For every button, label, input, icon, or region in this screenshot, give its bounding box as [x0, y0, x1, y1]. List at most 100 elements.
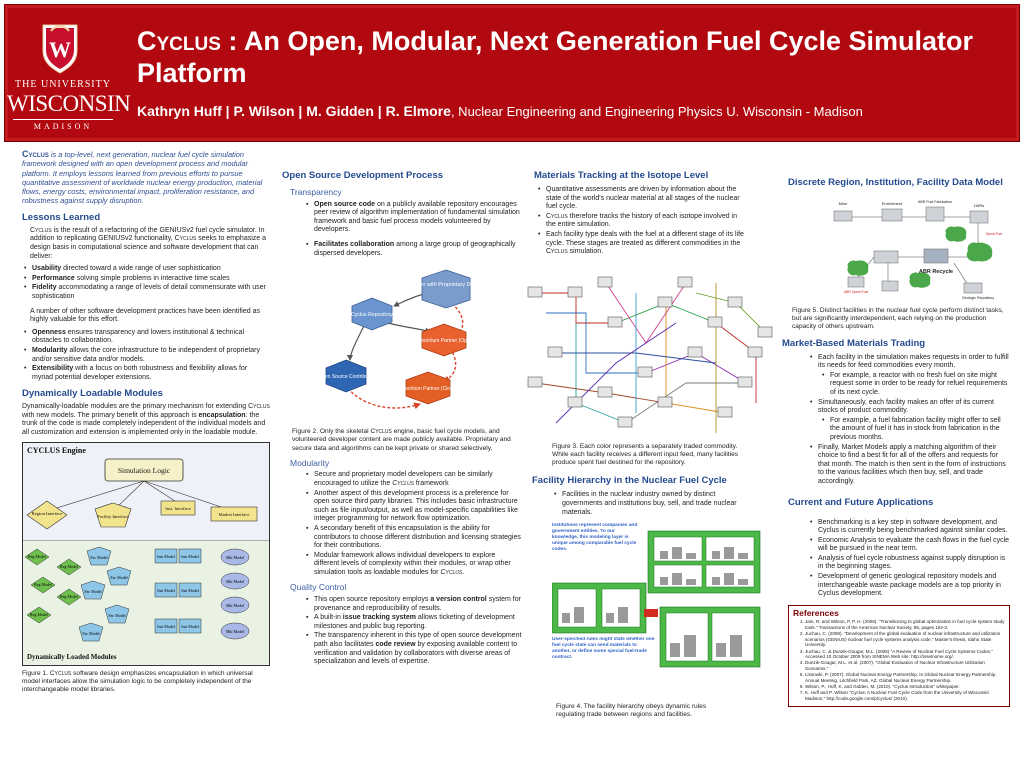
engine-title: CYCLUS Engine: [27, 446, 86, 455]
item-text-2: simulation.: [567, 248, 604, 256]
item-text-2: framework: [413, 479, 449, 487]
hierarchy-note-top: Institutions represent companies and gov…: [552, 523, 638, 553]
user-data-label: User with Proprietary Data: [414, 282, 479, 288]
list-item: Simultaneously, each facility makes an o…: [808, 399, 1010, 416]
reference-item: Jain, R. and Wilson, P. P. H. (2006). "T…: [805, 619, 1005, 630]
list-item: Economic Analysis to evaluate the cash f…: [808, 537, 1010, 554]
modularity-heading: Modularity: [290, 457, 330, 468]
fac-model-label: Fac Model: [90, 555, 108, 560]
user-data-shape: [421, 269, 471, 309]
lessons-heading: Lessons Learned: [22, 211, 101, 223]
current-list: Benchmarking is a key step in software d…: [808, 519, 1010, 599]
list-item: Open source code on a publicly available…: [304, 201, 522, 235]
trade-link-box: [644, 609, 658, 618]
affiliation: , Nuclear Engineering and Engineering Ph…: [450, 104, 863, 119]
label-lwr: LWRs: [974, 203, 985, 208]
lessons-name-2: Cyclus: [174, 235, 197, 243]
lessons-paragraph: Cyclus is the result of a refactoring of…: [22, 227, 270, 261]
label-mine: Mine: [839, 201, 848, 206]
market-heading: Market-Based Materials Trading: [782, 337, 926, 349]
item-text: Secure and proprietary model developers …: [314, 471, 493, 487]
title-banner: W THE UNIVERSITY WISCONSIN MADISON Cyclu…: [4, 4, 1020, 142]
label-repository: Geologic Repository: [962, 296, 995, 300]
quality-heading: Quality Control: [290, 582, 347, 593]
reference-item: Juchau, C. & Dunzik-Gougar, M.L. (2008) …: [805, 649, 1005, 660]
inst-model-label: Inst Model: [157, 588, 175, 593]
inst-model-label: Inst Model: [181, 624, 199, 629]
market-interface-shape: [210, 506, 258, 521]
item-bold: issue tracking system: [342, 614, 416, 622]
list-item: Modularity allows the core infrastructur…: [22, 347, 270, 364]
engine-diagram: CYCLUS Engine Simulation Logic Region In…: [23, 442, 269, 665]
list-item: A built-in issue tracking system allows …: [304, 614, 522, 631]
intro-text: is a top-level, next generation, nuclear…: [22, 150, 263, 206]
quality-list: This open source repository employs a ve…: [304, 596, 522, 667]
transparency-heading: Transparency: [290, 187, 342, 197]
logo-line-madison: MADISON: [33, 122, 93, 131]
figure-4-caption: Figure 4. The facility hierarchy obeys d…: [556, 703, 707, 719]
partner-closed-label: Consortium Partner (Closed): [396, 386, 460, 392]
hierarchy-list: Facilities in the nuclear industry owned…: [552, 491, 746, 517]
inst-models: Inst Model Inst Model Inst Model Inst Mo…: [154, 548, 202, 633]
item-text-2: .: [462, 568, 465, 576]
item-text: Modular framework allows individual deve…: [314, 551, 511, 576]
item-text-2: system for provenance and reproducibilit…: [314, 596, 521, 612]
partner-open-shape: [421, 323, 467, 357]
tracking-heading: Materials Tracking at the Isotope Level: [534, 170, 709, 181]
item-bold: code review: [375, 641, 416, 649]
modularity-list: Secure and proprietary model developers …: [304, 471, 522, 577]
item-text: A built-in: [314, 614, 343, 622]
repository-label: Cyclus Repository: [351, 312, 393, 318]
figure-1-diagram: CYCLUS Engine Simulation Logic Region In…: [22, 441, 270, 666]
list-item-nested: For example, a reactor with no fresh fue…: [808, 372, 1010, 398]
cap-b: software design emphasizes encapsulation…: [22, 669, 253, 694]
lessons-paragraph-2: A number of other software development p…: [30, 307, 260, 324]
list-item: Modular framework allows individual deve…: [304, 552, 522, 578]
list-item: Extensibility with a focus on both robus…: [22, 365, 270, 382]
list-item: Usability directed toward a wide range o…: [22, 265, 270, 274]
figure-4-hierarchy: Institutions represent companies and gov…: [552, 523, 776, 699]
cap-a: Figure 2. Only the skeletal: [292, 428, 371, 436]
item-bold: Usability: [32, 265, 62, 273]
tracking-list: Quantitative assessments are driven by i…: [536, 186, 746, 257]
list-item: Analysis of fuel cycle robustness agains…: [808, 555, 1010, 572]
column-3: Materials Tracking at the Isotope Level …: [527, 150, 776, 724]
figure-2-caption: Figure 2. Only the skeletal Cyclus engin…: [292, 428, 522, 453]
contributor-label: Open Source Contributor: [318, 374, 374, 380]
market-list: Each facility in the simulation makes re…: [808, 354, 1010, 487]
list-item: A secondary benefit of this encapsulatio…: [304, 525, 522, 551]
item-text: This open source repository employs: [314, 596, 431, 604]
item-text: with a focus on both robustness and flex…: [32, 365, 248, 381]
dyn-bold: encapsulation: [198, 411, 246, 419]
item-bold: Fidelity: [32, 284, 57, 292]
item-name: Cyclus: [546, 248, 568, 256]
university-logo: W THE UNIVERSITY WISCONSIN MADISON: [7, 19, 131, 139]
list-item: Cyclus therefore tracks the history of e…: [536, 213, 746, 230]
figure-3-caption: Figure 3. Each color represents a separa…: [552, 442, 739, 467]
item-bold: Extensibility: [32, 365, 74, 373]
item-bold: Openness: [32, 328, 66, 336]
hierarchy-diagram: Institutions represent companies and gov…: [552, 523, 761, 668]
facility-flow-diagram: Mine Enrichment ABR Fuel Fabrication LWR…: [833, 200, 1002, 300]
logo-line-university: THE UNIVERSITY: [15, 79, 111, 90]
inst-model-label: Inst Model: [181, 588, 199, 593]
dyn-text-b: with new models. The primary benefit of …: [22, 411, 199, 419]
lessons-name: Cyclus: [30, 226, 52, 234]
facility-icons: [833, 206, 989, 294]
reference-item: Lissowki, P. (2007). Global Nuclear Ener…: [805, 672, 1005, 683]
hierarchy-note-bottom: User-specified rules might state whether…: [552, 637, 655, 661]
fac-model-label: Fac Model: [82, 631, 100, 636]
market-interface-label: Market Interface: [219, 512, 250, 517]
fac-model-label: Fac Model: [110, 575, 128, 580]
reg-model-label: Reg Model: [60, 594, 79, 599]
reg-model-label: Reg Model: [30, 612, 49, 617]
list-item-nested: For example, a fuel fabrication facility…: [808, 417, 1010, 443]
inst-model-label: Inst Model: [157, 554, 175, 559]
hierarchy-heading: Facility Hierarchy in the Nuclear Fuel C…: [532, 475, 727, 487]
list-item: Facilities in the nuclear industry owned…: [552, 491, 746, 517]
dyn-text-c: : the trunk of the code is made complete…: [22, 411, 266, 437]
current-heading: Current and Future Applications: [788, 496, 934, 508]
item-text: therefore tracks the history of each iso…: [546, 212, 737, 229]
isotope-network-diagram: [527, 276, 773, 433]
list-item: Quantitative assessments are driven by i…: [536, 186, 746, 212]
